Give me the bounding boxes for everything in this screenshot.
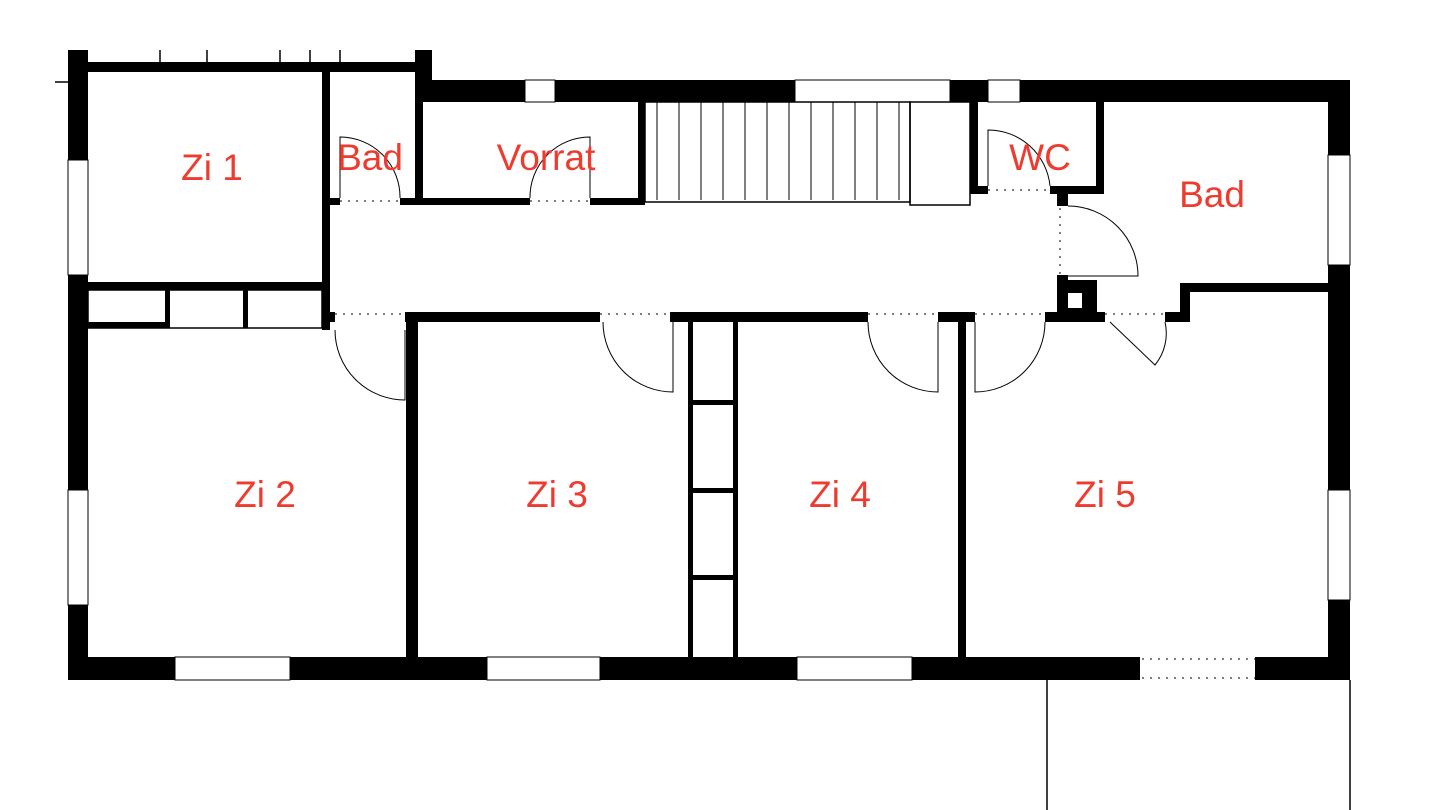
door-zi3 (602, 321, 674, 393)
exterior-walls (55, 50, 1351, 810)
door-bad1 (339, 136, 401, 199)
door-zi4 (867, 321, 939, 393)
room-label-bad-1: Bad (337, 137, 403, 178)
room-label-bad-2: Bad (1179, 174, 1245, 215)
room-label-zi5: Zi 5 (1074, 474, 1136, 515)
door-wc (987, 129, 1051, 187)
staircase (644, 101, 971, 206)
door-zi2 (334, 329, 406, 401)
room-label-zi4: Zi 4 (809, 474, 871, 515)
room-label-zi1: Zi 1 (181, 147, 243, 188)
room-labels: Zi 1 Bad Vorrat WC Bad Zi 2 Zi 3 Zi 4 Zi… (181, 137, 1245, 515)
interior-walls (87, 72, 1330, 657)
room-label-zi2: Zi 2 (234, 474, 296, 515)
door-corridor (1109, 321, 1167, 366)
room-label-wc: WC (1009, 137, 1071, 178)
room-label-zi3: Zi 3 (526, 474, 588, 515)
door-zi5 (974, 321, 1046, 393)
room-label-vorrat: Vorrat (497, 137, 596, 178)
door-bad2 (1067, 205, 1139, 277)
doors (334, 129, 1167, 401)
door-vorrat (529, 136, 591, 199)
